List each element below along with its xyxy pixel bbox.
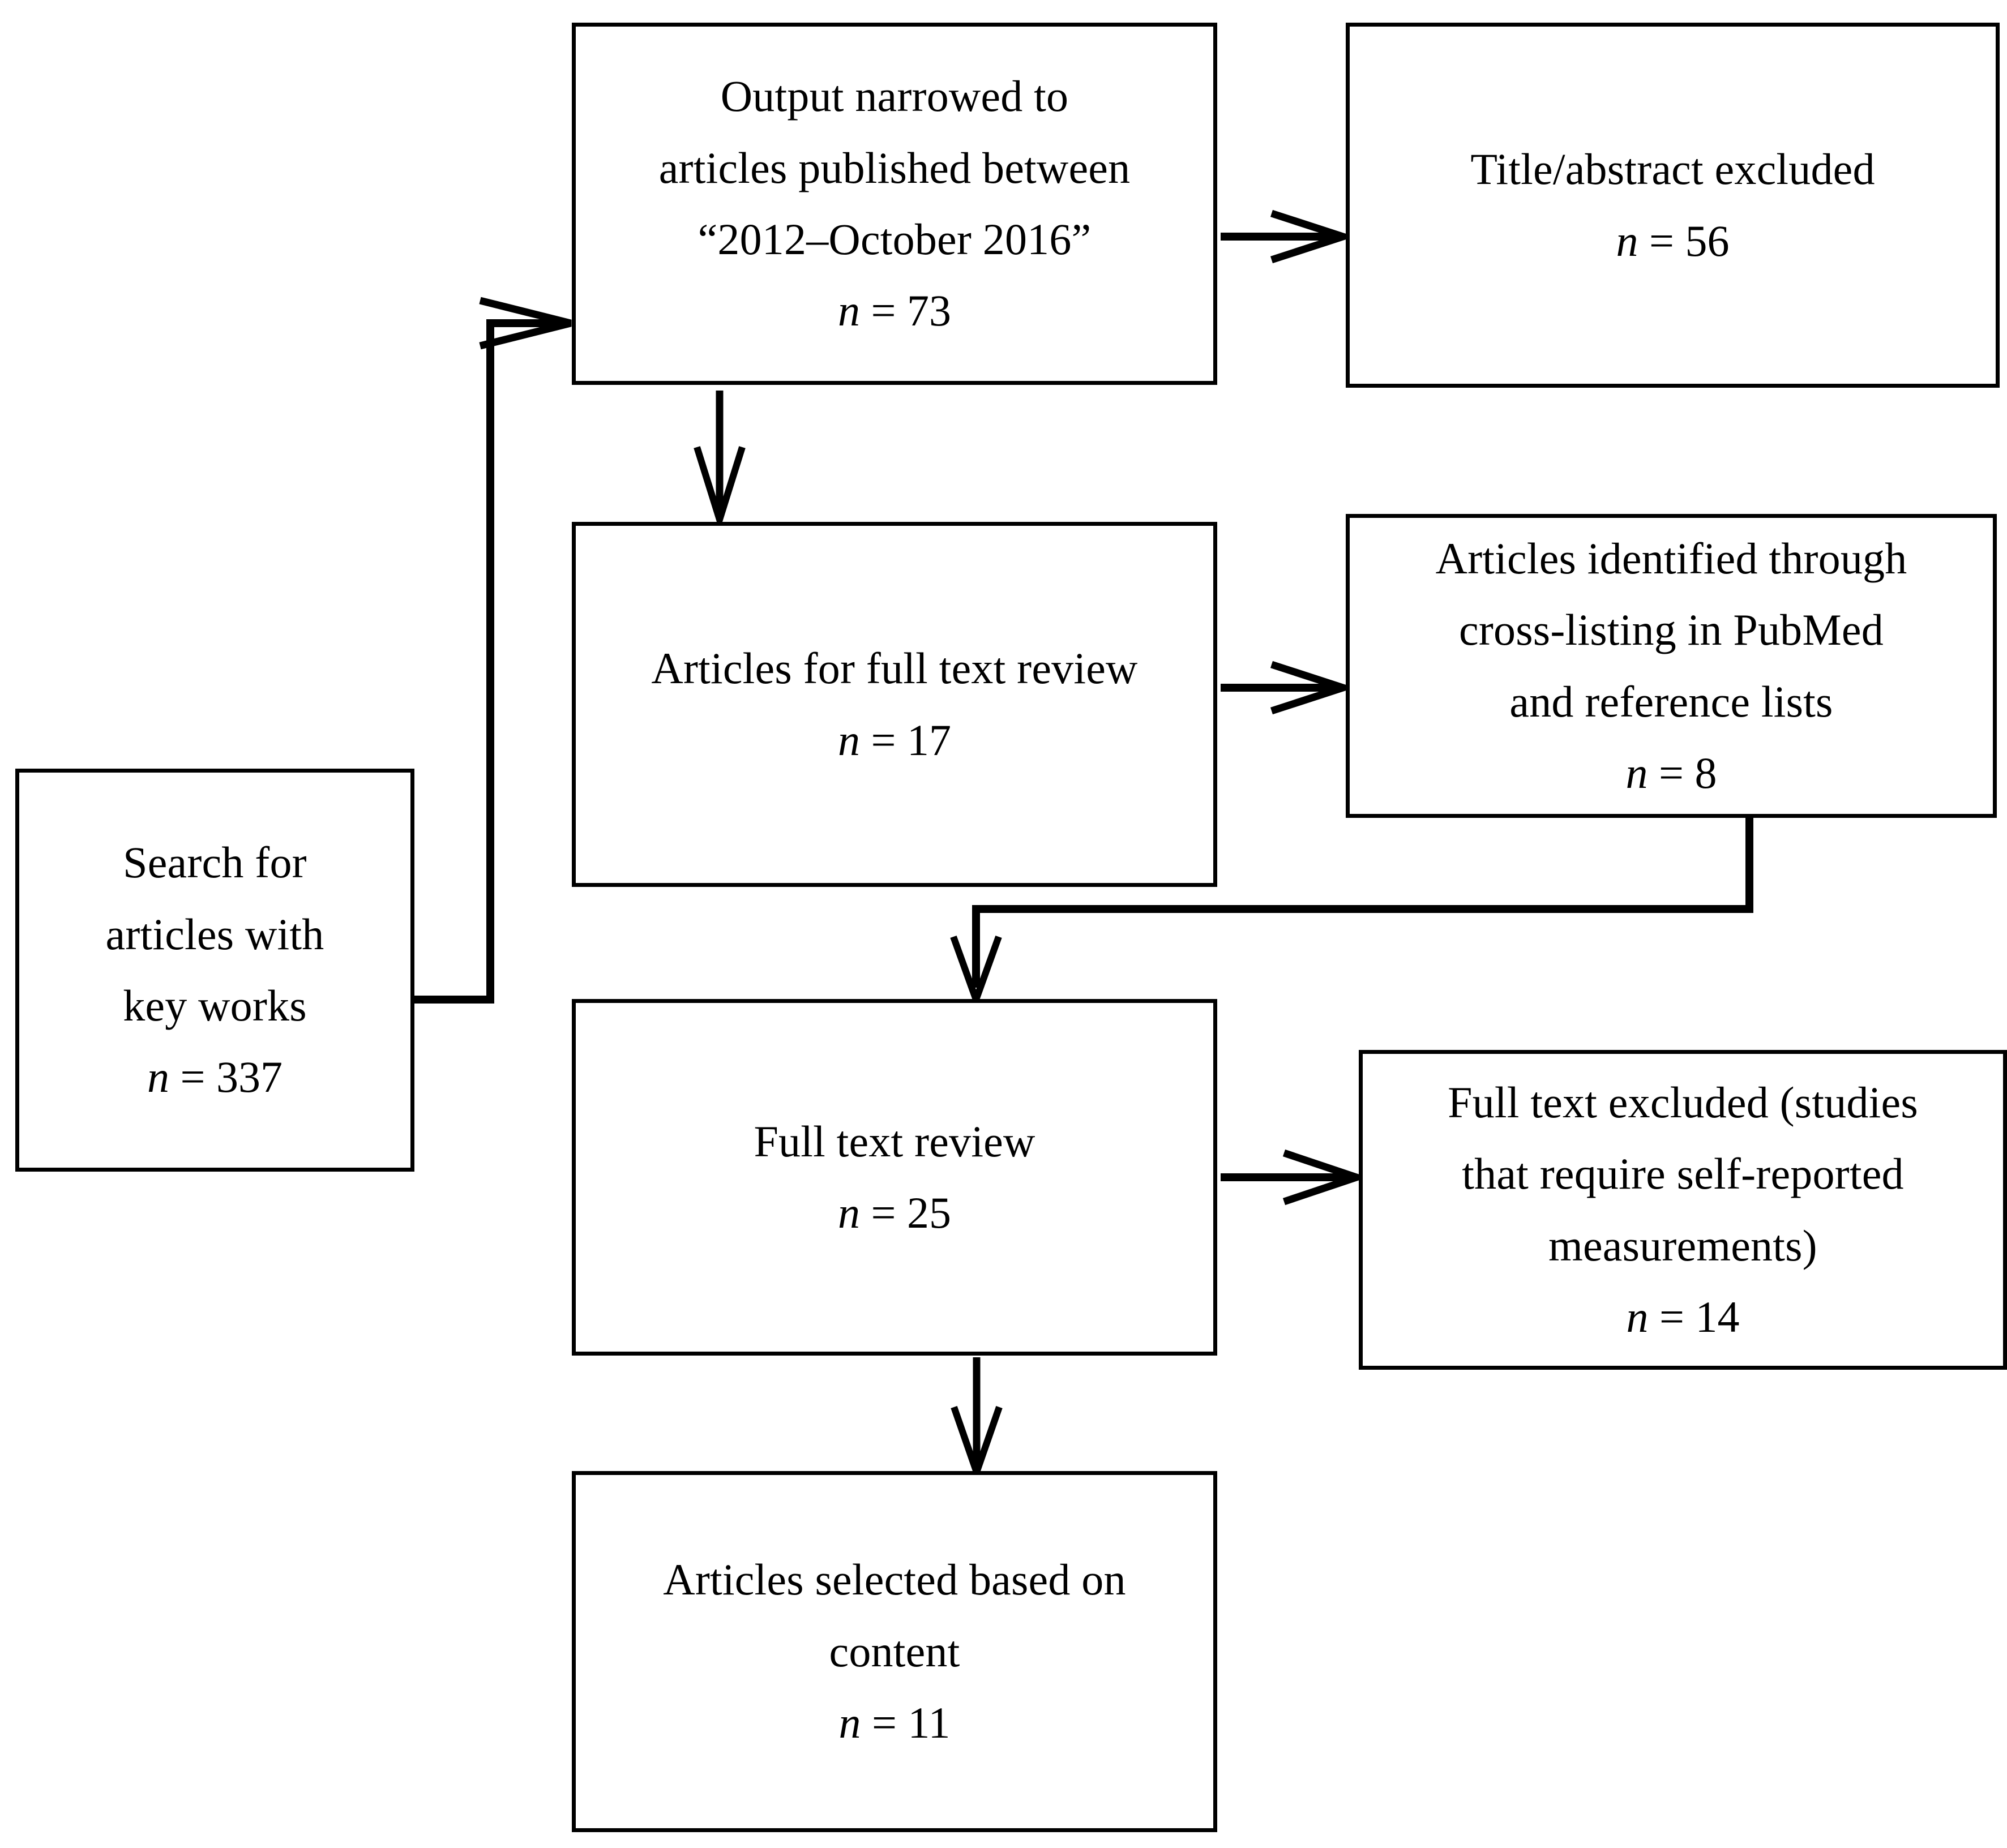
count-value: 17 <box>907 715 951 765</box>
count-value: 56 <box>1685 216 1730 265</box>
node-title-abstract-line-1: Title/abstract excluded <box>1470 144 1875 194</box>
node-narrowed-count: n = 73 <box>838 275 951 346</box>
node-articles-for-full-text-review[interactable]: Articles for full text review n = 17 <box>572 522 1217 887</box>
node-articles-full-text-line-1: Articles for full text review <box>651 644 1138 693</box>
count-value: 73 <box>907 286 951 336</box>
n-symbol: n <box>838 1188 860 1237</box>
node-full-text-review[interactable]: Full text review n = 25 <box>572 999 1217 1356</box>
node-cross-listing-line-2: cross-listing in PubMed <box>1459 605 1884 655</box>
equals-symbol: = <box>1647 748 1695 797</box>
node-cross-listing-count: n = 8 <box>1626 738 1717 809</box>
node-search-line-2: articles with <box>105 909 324 959</box>
edge-search-to-narrowed <box>414 297 572 1004</box>
node-title-abstract-excluded[interactable]: Title/abstract excluded n = 56 <box>1346 23 2000 388</box>
node-articles-selected-count: n = 11 <box>838 1687 950 1759</box>
n-symbol: n <box>1625 748 1648 797</box>
node-narrowed-line-2: articles published between <box>658 143 1131 192</box>
node-articles-full-text-count: n = 17 <box>838 705 951 776</box>
edge-narrowed-to-articles-full-text <box>694 391 746 531</box>
equals-symbol: = <box>1638 216 1685 265</box>
node-search-count: n = 337 <box>147 1041 283 1113</box>
node-articles-identified-cross-listing[interactable]: Articles identified through cross-listin… <box>1346 514 1997 818</box>
n-symbol: n <box>838 1698 861 1748</box>
node-full-text-excluded-line-1: Full text excluded (studies <box>1448 1077 1918 1127</box>
node-articles-selected-line-2: content <box>829 1626 960 1676</box>
node-articles-selected-line-1: Articles selected based on <box>663 1555 1126 1605</box>
node-full-text-excluded[interactable]: Full text excluded (studies that require… <box>1359 1050 2007 1370</box>
equals-symbol: = <box>860 1188 907 1237</box>
equals-symbol: = <box>861 1698 908 1748</box>
edge-articles-full-text-to-cross-listing <box>1221 661 1355 715</box>
n-symbol: n <box>1626 1292 1649 1341</box>
n-symbol: n <box>147 1052 169 1102</box>
n-symbol: n <box>838 286 860 336</box>
edge-full-text-review-to-selected <box>951 1357 1003 1483</box>
count-value: 14 <box>1695 1292 1740 1341</box>
equals-symbol: = <box>1648 1292 1696 1341</box>
equals-symbol: = <box>860 286 907 336</box>
count-value: 11 <box>908 1698 951 1748</box>
node-full-text-review-line-1: Full text review <box>754 1116 1035 1166</box>
node-search-line-3: key works <box>123 981 307 1030</box>
edge-narrowed-to-title-abstract <box>1221 209 1355 264</box>
node-cross-listing-line-3: and reference lists <box>1509 676 1833 726</box>
n-symbol: n <box>1616 216 1638 265</box>
n-symbol: n <box>838 715 860 765</box>
node-full-text-excluded-line-3: measurements) <box>1548 1220 1817 1270</box>
node-articles-selected-based-on-content[interactable]: Articles selected based on content n = 1… <box>572 1471 1217 1832</box>
edge-full-text-review-to-excluded <box>1221 1149 1368 1206</box>
equals-symbol: = <box>169 1052 216 1102</box>
node-title-abstract-count: n = 56 <box>1616 205 1730 277</box>
node-output-narrowed[interactable]: Output narrowed to articles published be… <box>572 23 1217 385</box>
node-full-text-excluded-line-2: that require self-reported <box>1462 1149 1904 1199</box>
equals-symbol: = <box>860 715 907 765</box>
count-value: 337 <box>216 1052 283 1102</box>
node-narrowed-line-3: “2012–October 2016” <box>697 215 1092 264</box>
node-narrowed-line-1: Output narrowed to <box>720 71 1069 121</box>
node-full-text-review-count: n = 25 <box>838 1177 951 1249</box>
node-full-text-excluded-count: n = 14 <box>1627 1281 1740 1353</box>
count-value: 8 <box>1694 748 1717 797</box>
node-search-for-articles[interactable]: Search for articles with key works n = 3… <box>15 769 414 1172</box>
node-search-line-1: Search for <box>123 838 307 887</box>
count-value: 25 <box>907 1188 951 1237</box>
node-cross-listing-line-1: Articles identified through <box>1435 533 1907 583</box>
